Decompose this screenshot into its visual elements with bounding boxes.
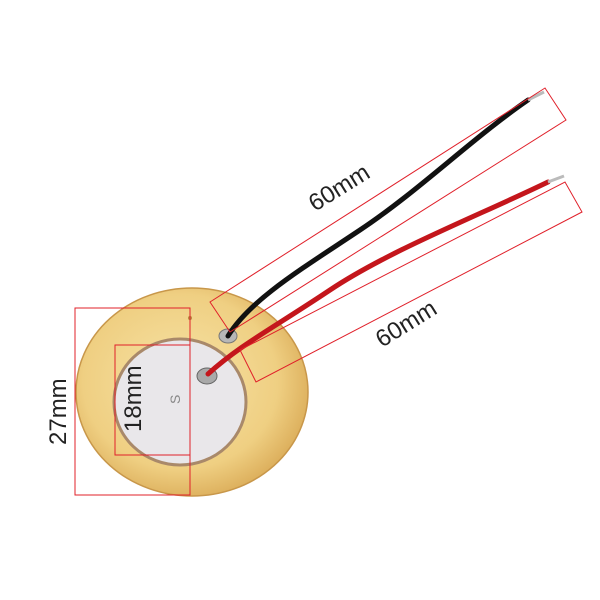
black-wire-length-label: 60mm <box>304 159 375 217</box>
outer-diameter-label: 27mm <box>45 378 72 445</box>
inner-diameter-label: 18mm <box>120 365 147 432</box>
red-wire-dimension-box <box>239 181 583 383</box>
red-wire-tip <box>547 174 565 184</box>
black-wire-dimension-box <box>209 87 567 333</box>
ceramic-marking: S <box>167 395 183 404</box>
black-wire-tip <box>527 90 545 102</box>
black-wire <box>225 97 531 339</box>
inner-diameter-box <box>114 344 191 456</box>
red-wire <box>205 179 551 377</box>
